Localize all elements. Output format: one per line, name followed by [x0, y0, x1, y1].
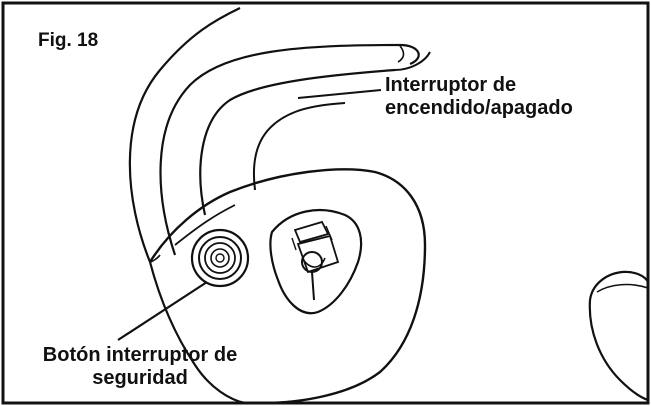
handle-top-edge [159, 43, 420, 256]
power-switch-callout-line1: Interruptor de [385, 74, 517, 96]
safety-button-ring [198, 236, 242, 280]
accessory-knob-top [588, 270, 649, 301]
safety-button-callout-line2: seguridad [92, 367, 188, 389]
handle-outer-edge [128, 7, 241, 263]
accessory-knob-body [588, 299, 649, 402]
trigger-groove [252, 102, 346, 191]
housing-lower-edge [148, 261, 246, 405]
housing-rib [149, 254, 161, 263]
power-switch-leader-line [297, 89, 382, 99]
power-switch-callout: Interruptor de encendido/apagado [385, 74, 573, 120]
housing-notch [169, 236, 173, 247]
safety-button-rim [190, 228, 250, 288]
safety-button-callout-line1: Botón interruptor de [42, 344, 238, 366]
safety-button-callout: Botón interruptor de seguridad [20, 344, 260, 390]
handle-front-curve [394, 51, 431, 71]
safety-button-cap [210, 248, 230, 268]
handle-inner-edge [199, 68, 396, 216]
lock-symbol-arc [301, 257, 326, 268]
figure-title: Fig. 18 [38, 30, 99, 51]
lock-symbol-shackle [293, 220, 330, 244]
safety-button-center [215, 253, 225, 263]
accessory-knob-ring [596, 283, 649, 293]
housing-seam [174, 204, 236, 246]
handle-tip-detail [397, 45, 405, 63]
power-switch-callout-line2: encendido/apagado [385, 97, 573, 119]
lock-symbol-stem [311, 271, 315, 301]
safety-button-ring-inner [204, 242, 236, 274]
safety-button-leader-line [117, 281, 208, 341]
motor-housing-outline [148, 168, 427, 405]
lock-symbol-detail [291, 225, 333, 251]
switch-badge [269, 209, 363, 315]
